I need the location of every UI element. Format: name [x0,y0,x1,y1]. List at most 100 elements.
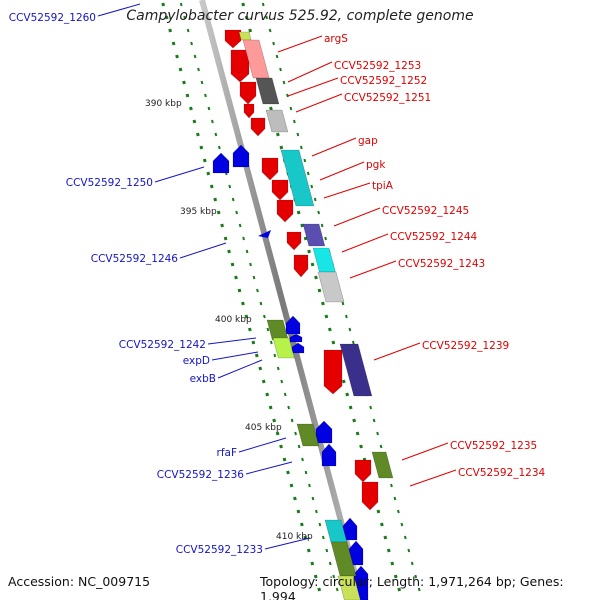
gene-label[interactable]: CCV52592_1252 [340,75,427,87]
tick-mark [252,275,256,280]
gene-label[interactable]: CCV52592_1235 [450,440,537,452]
tick-mark [230,262,235,267]
gene-arrow [361,481,379,511]
gene-label[interactable]: tpiA [372,180,394,192]
tick-mark [403,535,407,540]
tick-mark [279,145,284,150]
tick-mark [410,561,414,566]
tick-mark [275,431,280,436]
tick-mark [207,106,211,111]
gene-label[interactable]: CCV52592_1245 [382,205,469,217]
gene-label[interactable]: exbB [190,373,216,385]
tick-mark [263,314,266,319]
gene-labels: argS CCV52592_1253 CCV52592_1252 CCV5259… [9,12,546,556]
tick-mark [192,119,197,124]
tick-mark [249,262,252,267]
tick-mark [321,301,325,306]
small-gene-arrow [258,230,271,238]
gene-label[interactable]: CCV52592_1246 [91,253,179,265]
tick-mark [341,301,345,306]
gene-arrow [289,333,303,343]
gene-label[interactable]: CCV52592_1244 [390,231,478,243]
tick-mark [238,223,242,228]
gene-label[interactable]: CCV52592_1250 [66,177,153,189]
leader-line [341,233,389,253]
gene-label[interactable]: CCV52592_1260 [9,12,96,24]
tick-mark [200,80,204,85]
tick-mark [245,249,249,254]
accession-text: Accession: NC_009715 [8,574,151,589]
tick-mark [393,496,397,501]
tick-mark [193,54,197,59]
tick-mark [417,587,421,592]
tick-mark [268,28,272,33]
tick-mark [168,28,172,33]
gene-label[interactable]: CCV52592_1234 [458,467,546,479]
gene-label[interactable]: CCV52592_1251 [344,92,431,104]
tick-mark [359,444,363,449]
tick-mark [197,67,200,72]
gene-label[interactable]: rfaF [217,447,238,459]
tick-mark [237,288,242,293]
tick-mark [248,28,252,33]
gene-label[interactable]: gap [358,135,378,147]
tick-mark [276,132,280,137]
tick-mark [248,327,252,332]
tick-mark [313,197,317,202]
tick-mark [183,15,187,20]
tick-mark [313,574,318,579]
gene-arrow [271,179,289,201]
gene-label[interactable]: expD [183,355,210,367]
gene-arrow [212,152,230,174]
tick-mark [310,561,315,566]
gene-arrow [243,103,255,119]
gene-label[interactable]: pgk [366,159,386,171]
gene-arrow [354,459,372,483]
gene-label[interactable]: CCV52592_1236 [157,469,245,481]
tick-mark [306,548,311,553]
tick-mark [400,522,404,527]
gene-block [337,575,361,600]
genome-summary: Topology: circular; Length: 1,971,264 bp… [260,574,564,600]
tick-mark [220,223,224,228]
tick-mark [352,418,356,423]
tick-mark [397,509,400,514]
tick-mark [235,210,239,215]
kbp-marker: 400 kbp [215,315,252,325]
gene-label[interactable]: CCV52592_1233 [176,544,263,556]
tick-mark [294,431,297,436]
gene-block [302,223,326,247]
gene-arrow [291,342,305,354]
tick-mark [289,106,293,111]
tick-mark [185,93,190,98]
tick-mark [287,405,291,410]
gene-features [212,29,394,600]
gene-label[interactable]: argS [324,33,348,45]
gene-label[interactable]: CCV52592_1239 [422,340,509,352]
tick-mark [179,2,183,7]
gene-label[interactable]: CCV52592_1253 [334,60,421,72]
tick-mark [178,67,183,72]
tick-mark [351,340,355,345]
leader-line [323,182,371,199]
tick-mark [272,41,275,46]
gene-label[interactable]: CCV52592_1243 [398,258,485,270]
tick-mark [301,457,304,462]
gene-label[interactable]: CCV52592_1242 [119,339,206,351]
tick-mark [256,288,259,293]
tick-mark [206,171,211,176]
gene-block [255,77,280,105]
tick-mark [228,184,232,189]
tick-mark [282,457,287,462]
tick-mark [204,93,207,98]
tick-mark [328,327,332,332]
tick-mark [241,301,245,306]
tick-mark [289,483,294,488]
tick-mark [321,535,325,540]
tick-mark [369,405,373,410]
kbp-marker: 390 kbp [145,99,182,109]
gene-block [371,451,394,479]
tick-mark [258,366,263,371]
